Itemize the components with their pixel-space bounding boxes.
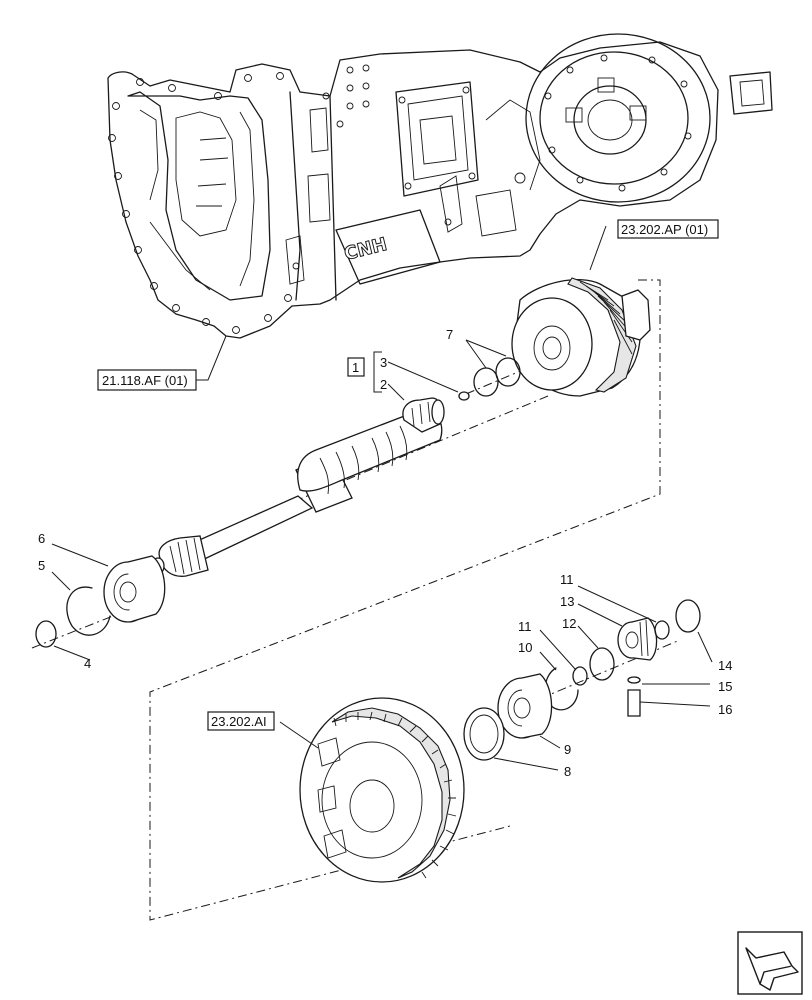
callout-16: 16 <box>718 702 732 717</box>
ring-11-lower <box>572 666 588 686</box>
callout-15: 15 <box>718 679 732 694</box>
callout-4: 4 <box>84 656 91 671</box>
casting-mark: CNH <box>342 234 389 265</box>
svg-text:23.202.AP (01)[interactable]: 23.202.AP (01) <box>621 222 708 237</box>
main-shaft <box>151 397 445 577</box>
snap-ring-5 <box>66 586 111 636</box>
reference-23-202-ap[interactable]: 23.202.AP (01) <box>617 219 719 239</box>
callout-3: 3 <box>380 355 387 370</box>
callout-2: 2 <box>380 377 387 392</box>
hub-13 <box>617 617 658 661</box>
pin-16 <box>627 689 641 717</box>
callout-12: 12 <box>562 616 576 631</box>
callout-10: 10 <box>518 640 532 655</box>
o-ring-4 <box>35 620 57 648</box>
callout-14: 14 <box>718 658 732 673</box>
svg-text:21.118.AF (01)[interactable]: 21.118.AF (01) <box>102 373 188 388</box>
ring-11-top <box>654 620 670 640</box>
o-rings <box>473 357 521 397</box>
callout-7: 7 <box>446 327 453 342</box>
bearing-6 <box>103 555 166 623</box>
bearing-9 <box>497 673 553 739</box>
callout-6: 6 <box>38 531 45 546</box>
pin <box>458 391 470 401</box>
callout-5: 5 <box>38 558 45 573</box>
leader-lines <box>51 225 713 771</box>
shaft-centerline <box>31 613 119 649</box>
drive-gear <box>299 697 465 883</box>
callout-11-top: 11 <box>560 572 574 587</box>
callout-8: 8 <box>564 764 571 779</box>
thrust-washer-8 <box>463 707 505 761</box>
reference-23-202-ai[interactable]: 23.202.AI <box>207 711 275 731</box>
transmission-housing: CNH <box>107 33 773 339</box>
ring-14 <box>675 599 701 633</box>
callout-11-lower: 11 <box>518 619 532 634</box>
callout-numbers: 3 2 7 6 5 4 11 13 12 11 10 14 15 16 9 8 <box>38 327 732 779</box>
callout-9: 9 <box>564 742 571 757</box>
callout-13: 13 <box>560 594 574 609</box>
previous-page-arrow-icon[interactable] <box>737 931 803 995</box>
svg-text:1: 1 <box>352 360 359 375</box>
washer-15 <box>627 676 641 684</box>
reference-21-118-af[interactable]: 21.118.AF (01) <box>97 369 197 391</box>
ring-12 <box>589 647 615 681</box>
svg-text:23.202.AI[interactable]: 23.202.AI <box>211 714 267 729</box>
clutch-pack <box>511 277 651 397</box>
snap-ring-10 <box>544 667 579 711</box>
kit-box: 1 <box>347 357 365 377</box>
